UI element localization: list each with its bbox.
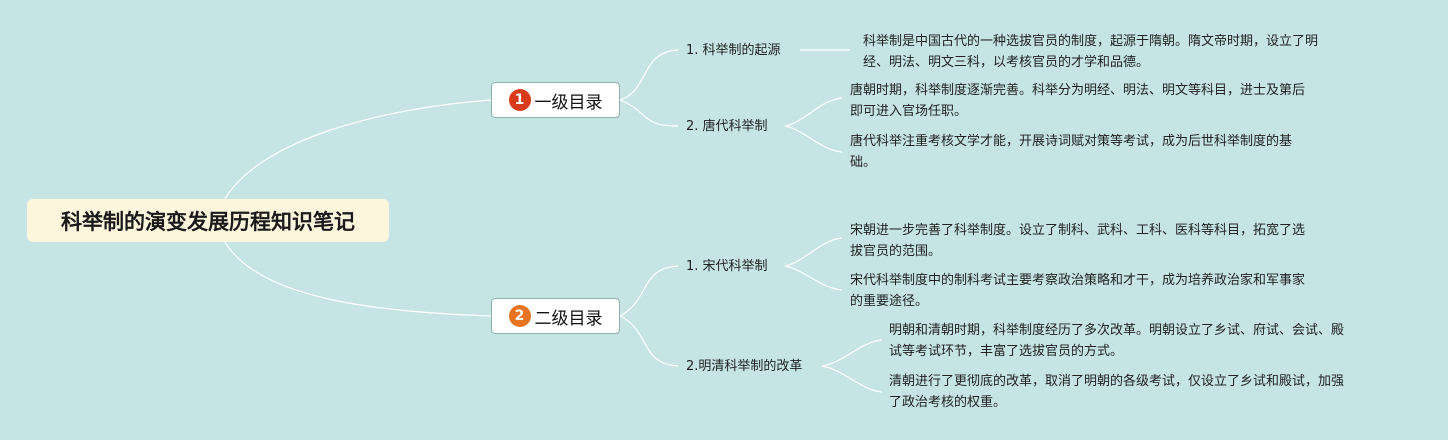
note-origin-1[interactable]: 科举制是中国古代的一种选拔官员的制度，起源于隋朝。隋文帝时期，设立了明 经、明法…	[863, 34, 1319, 70]
note-ming-qing-1[interactable]: 明朝和清朝时期，科举制度经历了多次改革。明朝设立了乡试、府试、会试、殿 试等考试…	[889, 323, 1345, 359]
connector-branch-2-child-1	[619, 265, 679, 317]
connector-note-4-2	[821, 365, 883, 393]
topic-node-song[interactable]: 1. 宋代科举制	[686, 259, 768, 274]
topic-node-tang[interactable]: 2. 唐代科举制	[686, 119, 768, 134]
connector-note-2-2	[784, 125, 843, 153]
branch-node-2[interactable]: 2 二级目录	[491, 298, 620, 334]
note-tang-1[interactable]: 唐朝时期，科举制度逐渐完善。科举分为明经、明法、明文等科目，进士及第后 即可进入…	[850, 83, 1306, 119]
connector-branch-1-child-2	[619, 99, 679, 127]
number-badge-icon: 2	[508, 305, 531, 327]
topic-node-origin[interactable]: 1. 科举制的起源	[686, 43, 781, 58]
branch-label: 二级目录	[534, 308, 603, 329]
branch-label: 一级目录	[534, 92, 603, 113]
note-ming-qing-2[interactable]: 清朝进行了更彻底的改革，取消了明朝的各级考试，仅设立了乡试和殿试，加强 了政治考…	[889, 374, 1345, 410]
root-node[interactable]: 科举制的演变发展历程知识笔记	[27, 199, 389, 242]
connector-root-branch-2	[224, 241, 493, 317]
number-badge-icon: 1	[508, 89, 531, 111]
topic-node-ming-qing[interactable]: 2.明清科举制的改革	[686, 359, 803, 374]
note-song-1[interactable]: 宋朝进一步完善了科举制度。设立了制科、武科、工科、医科等科目，拓宽了选 拔官员的…	[850, 223, 1306, 259]
connector-note-3-2	[784, 265, 843, 291]
connector-note-2-1	[784, 97, 843, 127]
connector-root-branch-1	[224, 99, 493, 200]
note-song-2[interactable]: 宋代科举制度中的制科考试主要考察政治策略和才干，成为培养政治家和军事家 的重要途…	[850, 273, 1306, 309]
root-title: 科举制的演变发展历程知识笔记	[61, 209, 355, 234]
connector-branch-2-child-2	[619, 315, 679, 367]
connector-branch-1-child-1	[619, 49, 679, 101]
branch-node-1[interactable]: 1 一级目录	[491, 82, 620, 118]
connector-note-4-1	[821, 339, 883, 367]
note-tang-2[interactable]: 唐代科举注重考核文学才能，开展诗词赋对策等考试，成为后世科举制度的基 础。	[850, 134, 1293, 170]
connector-note-3-1	[784, 237, 843, 267]
